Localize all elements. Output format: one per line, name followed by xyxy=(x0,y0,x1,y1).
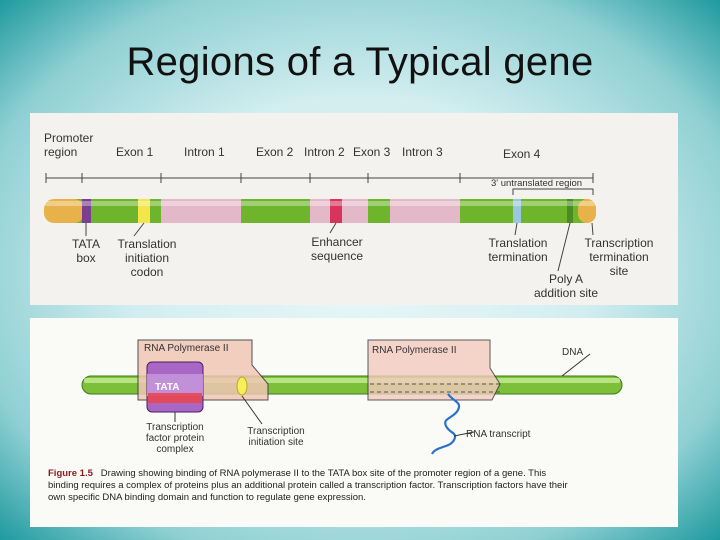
promoter-label-line2: region xyxy=(44,145,78,159)
rna-transcript-squiggle xyxy=(431,393,461,455)
intron2-label: Intron 2 xyxy=(304,145,345,159)
initiation-site-marker xyxy=(236,376,248,396)
tf-complex-label: Transcription factor protein complex xyxy=(130,422,220,455)
rna-polymerase-left-label: RNA Polymerase II xyxy=(144,343,229,354)
terminator-segment xyxy=(578,199,596,223)
gene-regions-figure: Promoter region Exon 1 Intron 1 Exon 2 I… xyxy=(30,113,678,305)
translation-initiation-line2: initiation xyxy=(124,251,170,265)
tata-box-segment xyxy=(82,199,91,223)
transcription-termination-line3: site xyxy=(609,264,629,278)
rna-polymerase-right-label: RNA Polymerase II xyxy=(372,345,457,356)
transcription-termination-line2: termination xyxy=(589,250,649,264)
promoter-label-line1: Promoter xyxy=(44,131,94,145)
rna-polymerase-svg: TATA xyxy=(81,339,623,455)
tata-label: TATA box xyxy=(66,237,106,265)
caption-line1: Drawing showing binding of RNA polymeras… xyxy=(100,468,547,479)
figure-number: Figure 1.5 xyxy=(48,468,93,479)
polya-label-line1: Poly A xyxy=(548,272,584,286)
pointer-lines xyxy=(85,222,594,272)
intron1-label: Intron 1 xyxy=(184,145,225,159)
intron1-segment xyxy=(161,199,241,223)
exon3-label: Exon 3 xyxy=(353,145,391,159)
rna-polymerase-figure: TATA RNA Polymerase II RNA Polymerase II… xyxy=(30,318,678,527)
bottom-pointer-lines xyxy=(174,353,591,437)
polya-segment xyxy=(567,199,573,223)
gene-bar xyxy=(44,199,596,223)
promoter-segment xyxy=(44,199,84,223)
translation-initiation-line1: Translation xyxy=(117,237,177,251)
translation-termination-segment xyxy=(513,199,521,223)
exon1-label: Exon 1 xyxy=(116,145,154,159)
intron3-label: Intron 3 xyxy=(402,145,443,159)
transcription-termination-line1: Transcription xyxy=(584,236,654,250)
polya-label: Poly A addition site xyxy=(528,272,604,300)
tf-complex-line1: Transcription xyxy=(146,422,204,433)
figure-caption: Figure 1.5 Drawing showing binding of RN… xyxy=(48,468,663,504)
translation-termination-label: Translation termination xyxy=(482,236,554,264)
initiation-site-label: Transcription initiation site xyxy=(234,426,318,448)
slide-title: Regions of a Typical gene xyxy=(126,40,594,84)
tf-complex-line3: complex xyxy=(156,444,194,455)
translation-initiation-line3: codon xyxy=(130,265,164,279)
utr-label: 3' untranslated region xyxy=(491,178,583,189)
tata-text: TATA xyxy=(155,382,179,393)
tf-complex-line2: factor protein xyxy=(145,433,205,444)
caption-line2: binding requires a complex of proteins p… xyxy=(48,480,568,491)
utr-bracket xyxy=(512,188,594,195)
tata-label-line1: TATA xyxy=(72,237,100,251)
tata-label-line2: box xyxy=(76,251,96,265)
translation-termination-line1: Translation xyxy=(488,236,548,250)
enhancer-label-line2: sequence xyxy=(310,249,364,263)
initiation-site-line1: Transcription xyxy=(247,426,305,437)
tf-protein-complex: TATA xyxy=(146,361,204,413)
exon4-label: Exon 4 xyxy=(503,147,541,161)
exon2-label: Exon 2 xyxy=(256,145,294,159)
intron3-segment xyxy=(390,199,460,223)
enhancer-label-line1: Enhancer xyxy=(311,235,363,249)
gene-diagram-svg xyxy=(44,173,596,272)
promoter-label: Promoter region xyxy=(44,131,93,159)
rna-transcript-label: RNA transcript xyxy=(466,429,531,440)
caption-line3: own specific DNA binding domain and func… xyxy=(48,492,366,503)
enhancer-label: Enhancer sequence xyxy=(300,235,374,263)
dna-label: DNA xyxy=(562,347,584,358)
enhancer-segment xyxy=(330,199,342,223)
initiation-site-line2: initiation site xyxy=(248,437,304,448)
transcription-termination-label: Transcription termination site xyxy=(578,236,660,278)
region-bracket-ticks xyxy=(45,173,594,183)
translation-termination-line2: termination xyxy=(488,250,548,264)
polya-label-line2: addition site xyxy=(533,286,599,300)
translation-initiation-label: Translation initiation codon xyxy=(112,237,182,279)
initiation-codon-segment xyxy=(138,199,150,223)
